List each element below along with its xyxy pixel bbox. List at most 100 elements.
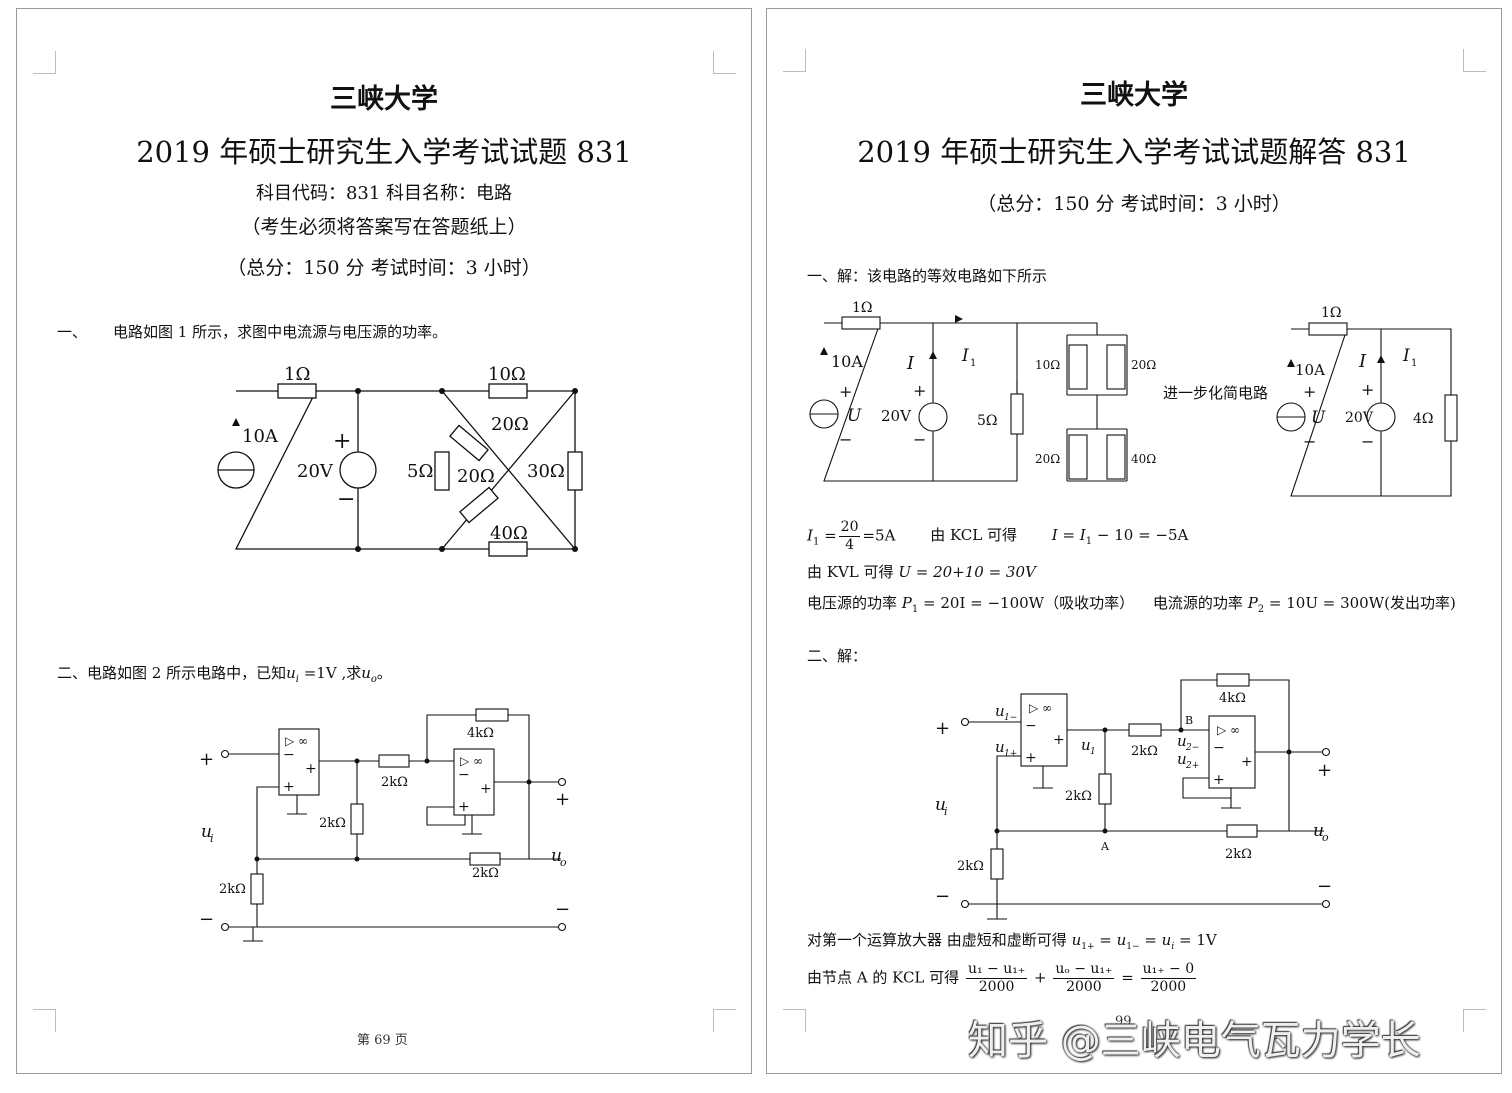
crop-mark [33,51,56,74]
simplified-circuit: 1Ω 10A I I 1 + U − + 20V − 4Ω [1276,305,1458,497]
label-u2-plus-sub: 2+ [1185,761,1199,771]
opamp1-out-plus: + [305,761,317,777]
equation-kvl: 由 KVL 可得 U = 20+10 = 30V [807,563,1036,581]
label-5ohm: 5Ω [407,461,433,482]
eq-label-1ohm: 1Ω [852,300,873,316]
label-u1: u [1081,736,1091,754]
input-plus: + [199,749,214,770]
sol-opamp1-minus: − [1025,718,1037,734]
sol-input-minus: − [935,886,950,907]
crop-mark [713,51,736,74]
output-plus: + [555,789,570,810]
sol-opamp1-out-plus: + [1053,732,1065,748]
label-2kohm-series: 2kΩ [381,775,408,790]
sol-label-2kohm-ground: 2kΩ [957,859,984,874]
question-1-number: 一、 [57,323,88,341]
label-plus: + [333,429,351,454]
eq-label-I1-sub: 1 [970,358,976,369]
opamp2-out-plus: + [480,781,492,797]
label-u1-minus-sub: 1− [1004,713,1017,723]
equivalent-circuit: 1Ω 10A I I 1 + U − + 20V − 5Ω 10Ω 20Ω 20… [809,300,1156,482]
question-2-text: 二、电路如图 2 所示电路中，已知ui =1V ,求uo。 [57,664,392,685]
crop-mark [713,1009,736,1032]
label-10a: 10A [242,426,279,447]
crop-mark [783,49,806,72]
eq-label-20v: 20V [881,407,912,425]
label-20ohm-a: 20Ω [491,414,529,435]
circuit-figure-2: ▷ ∞ − + + ▷ ∞ − + + 4kΩ 2kΩ 2kΩ 2kΩ 2kΩ … [199,708,570,942]
sol-opamp2-out-plus: + [1241,754,1253,770]
page-footer: 第 69 页 [357,1033,408,1048]
label-4kohm: 4kΩ [467,726,494,741]
opamp2-minus: − [458,767,470,783]
simp-label-I1: I [1402,346,1410,366]
label-u2-minus: u [1177,732,1187,750]
simp-plus-vs: + [1361,380,1374,399]
sol-input-plus: + [935,718,950,739]
label-uo-sub: o [560,856,567,869]
eq-minus-vs: − [913,430,926,449]
simp-label-10a: 10A [1295,361,1325,379]
label-u1-minus: u [995,702,1005,720]
sol-label-4kohm: 4kΩ [1219,691,1246,706]
label-ui-sub: i [210,832,214,845]
sol-opamp1-symbol: ▷ ∞ [1029,701,1052,715]
eq-label-I1: I [961,346,969,366]
zhihu-watermark: 知乎 @三峡电气瓦力学长 [968,1018,1421,1064]
sol-label-2kohm-series: 2kΩ [1131,744,1158,759]
equation-node-a-kcl: 由节点 A 的 KCL 可得 u₁ − u₁₊2000 + uₒ − u₁₊20… [807,961,1197,995]
eq-label-20ohm-a: 20Ω [1131,358,1156,372]
sol-output-plus: + [1317,760,1332,781]
label-minus: − [337,487,355,512]
circuit-figure-1: 1Ω 10Ω 20Ω 20Ω 5Ω 30Ω 40Ω 10A 20V + − [217,364,583,557]
node-B: B [1185,714,1193,727]
exam-note: （考生必须将答案写在答题纸上） [241,216,527,238]
node-A: A [1100,840,1110,853]
label-u2-plus: u [1177,750,1187,768]
sol-label-uo-sub: o [1322,831,1329,844]
page-footer-partial: 99 [1115,1014,1132,1029]
label-20v: 20V [297,461,334,482]
opamp1-plus: + [283,779,295,795]
solution-1-heading: 一、解：该电路的等效电路如下所示 [807,267,1048,285]
crop-mark [1463,1009,1486,1032]
eq-label-20ohm-b: 20Ω [1035,452,1060,466]
eq-label-I: I [906,353,915,374]
eq-label-10ohm: 10Ω [1035,358,1060,372]
label-u1-plus-sub: 1+ [1004,749,1017,759]
answer-title: 2019 年硕士研究生入学考试试题解答 831 [857,135,1411,169]
eq-plus-cs: + [839,382,852,401]
simp-minus-vs: − [1361,432,1374,451]
label-uo: u [551,846,562,866]
simp-label-1ohm: 1Ω [1321,305,1342,321]
label-2kohm-shunt: 2kΩ [319,816,346,831]
university-name: 三峡大学 [330,84,438,115]
sol-opamp1-plus: + [1025,750,1037,766]
sol-opamp2-minus: − [1213,740,1225,756]
label-40ohm: 40Ω [490,523,528,544]
score-time: （总分：150 分 考试时间：3 小时） [227,257,541,279]
input-minus: − [199,909,214,930]
label-u1-sub: 1 [1090,747,1096,757]
equation-power: 电压源的功率 P1 = 20I = −100W（吸收功率） 电流源的功率 P2 … [807,594,1456,615]
solution-2-circuit: ▷ ∞ − + + ▷ ∞ − + + u 1− u 1+ u 1 B u 2−… [935,673,1332,920]
simp-label-I1-sub: 1 [1411,358,1417,369]
label-ui: u [201,822,212,842]
eq-plus-vs: + [913,381,926,400]
label-u1-plus: u [995,738,1005,756]
sol-opamp2-symbol: ▷ ∞ [1217,723,1240,737]
opamp2-plus: + [458,799,470,815]
eq-label-5ohm: 5Ω [977,413,998,429]
sol-label-2kohm-feedback: 2kΩ [1225,847,1252,862]
eq-label-10a: 10A [831,352,863,371]
crop-mark [1463,49,1486,72]
sol-label-uo: u [1313,821,1324,841]
eq-label-U: U [847,406,862,426]
simp-label-20v: 20V [1345,410,1374,426]
sol-label-ui: u [935,795,946,815]
label-u2-minus-sub: 2− [1185,743,1199,753]
simp-minus-cs: − [1303,432,1316,451]
subject-line: 科目代码：831 科目名称：电路 [255,183,513,204]
solution-2-heading: 二、解： [807,647,868,665]
